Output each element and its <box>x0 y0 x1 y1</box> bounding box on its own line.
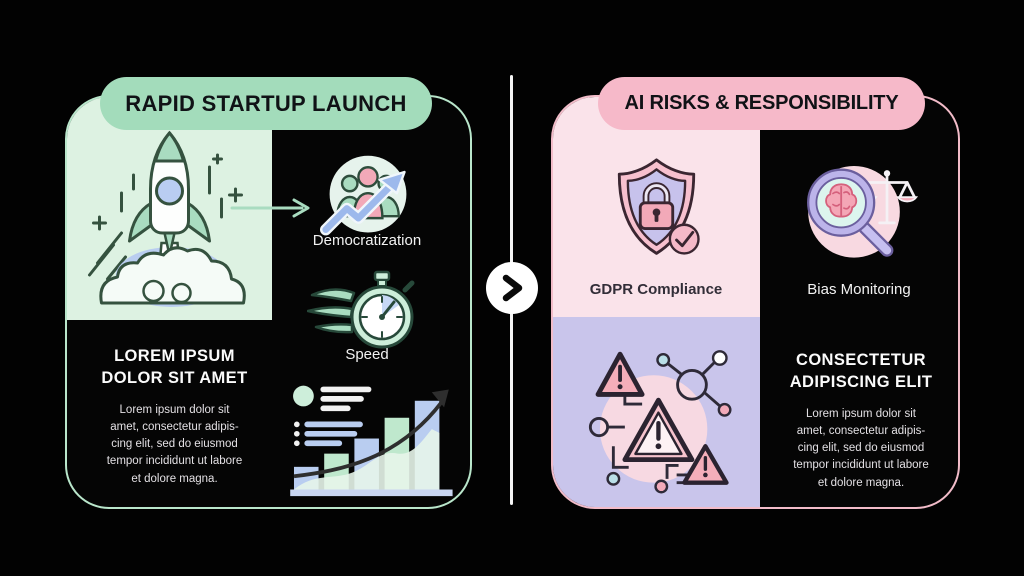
rocket-launch-icon <box>88 130 246 307</box>
right-text-block: CONSECTETUR ADIPISCING ELIT Lorem ipsum … <box>766 349 956 492</box>
feature-label-democratization: Democratization <box>312 232 422 249</box>
left-panel-title: RAPID STARTUP LAUNCH <box>100 77 432 130</box>
next-chevron-button[interactable] <box>486 262 538 314</box>
connector-arrow-icon <box>230 198 310 218</box>
warning-network-icon <box>588 350 732 494</box>
feature-label-speed: Speed <box>345 346 389 363</box>
left-heading: LOREM IPSUM DOLOR SIT AMET <box>101 347 248 388</box>
right-body: Lorem ipsum dolor sit amet, consectetur … <box>793 407 929 489</box>
right-panel-title: AI RISKS & RESPONSIBILITY <box>598 77 925 130</box>
brain-magnifier-scales-icon <box>807 166 918 258</box>
right-panel: GDPR Compliance <box>551 95 960 509</box>
growth-bar-chart-icon <box>290 385 453 497</box>
chevron-right-icon <box>502 274 523 302</box>
left-panel: Democratization Speed <box>65 95 472 509</box>
winged-stopwatch-icon <box>307 270 415 349</box>
people-growth-icon <box>320 155 407 236</box>
shield-lock-check-icon <box>617 158 700 255</box>
feature-label-bias: Bias Monitoring <box>807 281 911 298</box>
left-body: Lorem ipsum dolor sit amet, consectetur … <box>106 403 243 485</box>
left-text-block: LOREM IPSUM DOLOR SIT AMET Lorem ipsum d… <box>77 345 272 488</box>
feature-label-gdpr: GDPR Compliance <box>589 281 723 298</box>
rocket-quadrant <box>67 97 272 320</box>
right-heading: CONSECTETUR ADIPISCING ELIT <box>789 351 933 392</box>
